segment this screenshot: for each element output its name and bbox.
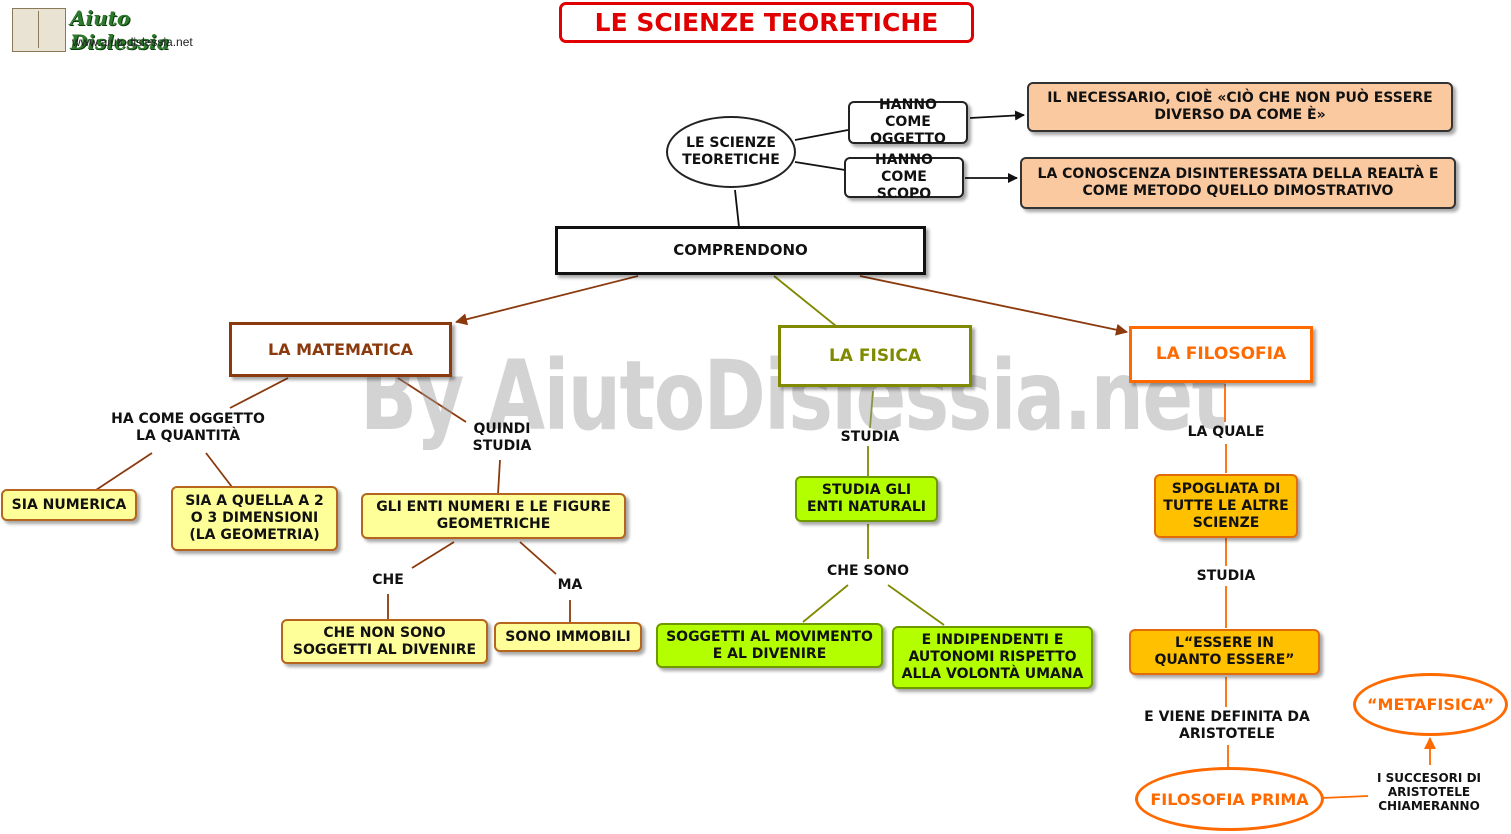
node-comprendono: COMPRENDONO [555,226,926,275]
link-hanno-scopo: HANNO COME SCOPO [844,152,964,202]
node-enti-numeri: GLI ENTI NUMERI E LE FIGURE GEOMETRICHE [361,493,626,539]
line-enti-che [411,541,455,569]
line-comprendono-fisica [773,275,837,327]
link-definita: E VIENE DEFINITA DA ARISTOTELE [1144,709,1310,742]
node-scopo: LA CONOSCENZA DISINTERESSATA DELLA REALT… [1020,157,1456,209]
line-fisica-studia [869,390,874,429]
logo-url[interactable]: www.aiutodislessia.net [72,35,193,49]
link-che: CHE [372,572,404,588]
node-numerica: SIA NUMERICA [1,489,137,521]
line-chesono-indipendenti [887,584,945,626]
node-indipendenti: E INDIPENDENTI E AUTONOMI RISPETTO ALLA … [892,626,1093,689]
node-non-divenire: CHE NON SONO SOGGETTI AL DIVENIRE [281,619,488,664]
link-quindi-studia: QUINDI STUDIA [472,421,532,454]
link-successori: I SUCCESORI DI ARISTOTELE CHIAMERANNO [1377,771,1481,813]
node-matematica: LA MATEMATICA [229,322,452,377]
line-root-oggetto [794,129,849,141]
site-logo[interactable]: Aiuto Dislessia www.aiutodislessia.net [12,6,222,54]
line-root-comprendono [734,189,740,228]
line-oggetto-numerica [95,452,153,491]
link-hanno-oggetto: HANNO COME OGGETTO [848,97,968,147]
line-prima-successori [1321,795,1369,799]
node-filosofia: LA FILOSOFIA [1129,326,1313,383]
node-spogliata: SPOGLIATA DI TUTTE LE ALTRE SCIENZE [1154,474,1298,538]
page-title: LE SCIENZE TEORETICHE [559,2,974,43]
line-oggetto-dimensioni [205,452,233,488]
node-essere: L“ESSERE IN QUANTO ESSERE” [1129,629,1320,675]
node-root: LE SCIENZE TEORETICHE [666,116,796,188]
node-immobili: SONO IMMOBILI [494,622,642,652]
arrow-matematica [455,275,639,326]
line-studia-enti [497,459,501,495]
logo-name: Aiuto Dislessia [70,6,170,54]
link-che-sono: CHE SONO [826,563,910,579]
node-filosofia-prima: FILOSOFIA PRIMA [1135,767,1324,831]
link-la-quale: LA QUALE [1187,424,1265,440]
link-filosofia-studia: STUDIA [1196,568,1256,584]
line-mat-studia [397,377,467,423]
node-movimento: SOGGETTI AL MOVIMENTO E AL DIVENIRE [656,623,883,668]
node-metafisica: “METAFISICA” [1353,673,1508,736]
line-root-scopo [794,161,846,171]
node-oggetto: IL NECESSARIO, CIOÈ «CIÒ CHE NON PUÒ ESS… [1027,82,1453,132]
book-icon [12,8,66,52]
node-dimensioni: SIA A QUELLA A 2 O 3 DIMENSIONI (LA GEOM… [171,486,338,551]
arrow-oggetto [969,110,1025,121]
line-mat-oggetto [229,377,289,409]
link-ma: MA [557,577,583,593]
node-fisica: LA FISICA [778,325,972,387]
node-enti-naturali: STUDIA GLI ENTI NATURALI [795,476,938,522]
arrow-filosofia [859,275,1128,336]
link-oggetto-quantita: HA COME OGGETTO LA QUANTITÀ [111,411,265,444]
line-enti-ma [519,541,557,575]
line-chesono-movimento [802,584,849,623]
link-fisica-studia: STUDIA [840,429,900,445]
